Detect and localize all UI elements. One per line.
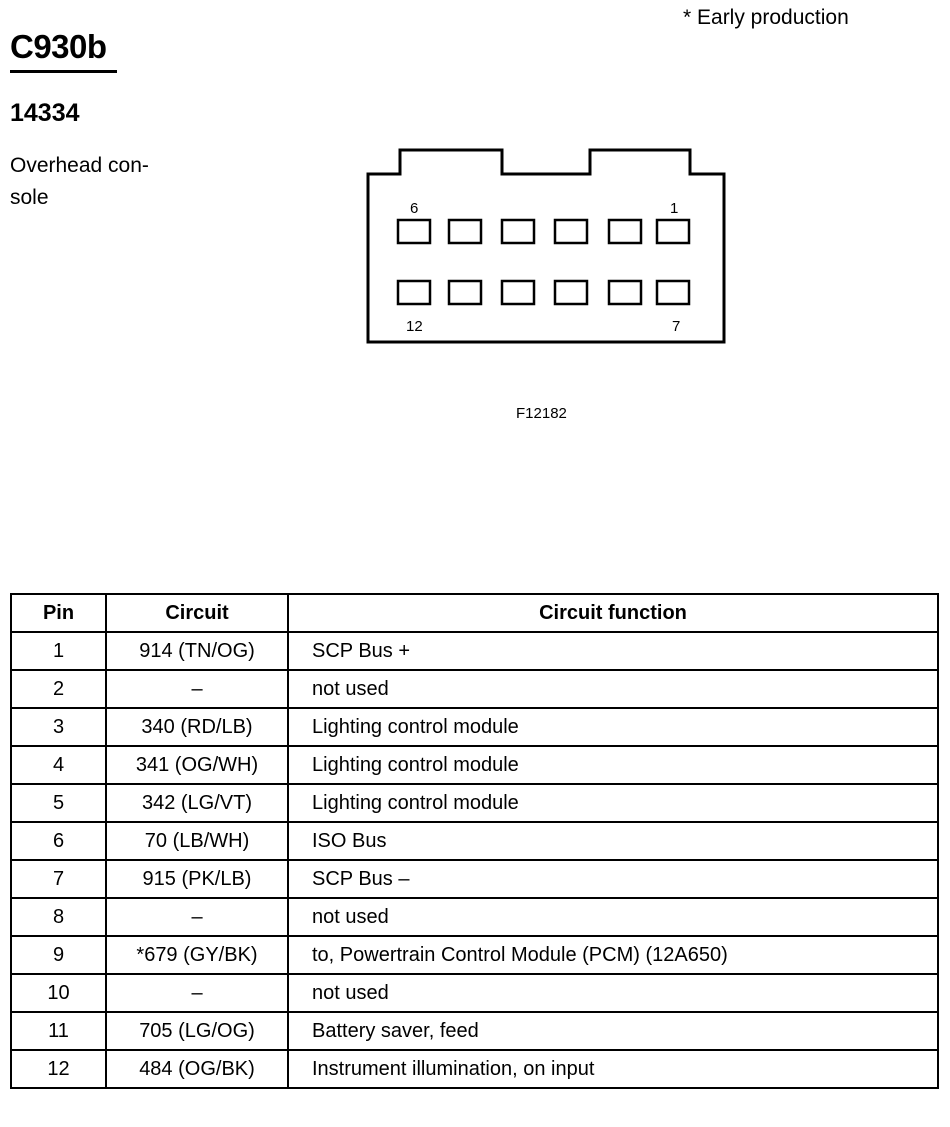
pin-cavity-top-3 [500,218,536,245]
connector-location: Overhead con- sole [10,150,185,214]
function-cell: Battery saver, feed [287,1011,939,1051]
pin-cavity-top-5 [607,218,643,245]
pin-label-6: 6 [410,200,418,217]
header-circuit: Circuit [105,593,289,633]
location-line-1: Overhead con- [10,154,149,177]
pin-cavity-bottom-3 [500,279,536,306]
function-cell: Lighting control module [287,783,939,823]
pin-cavity-bottom-2 [447,279,483,306]
pin-cell: 11 [10,1011,107,1051]
circuit-cell: 341 (OG/WH) [105,745,289,785]
circuit-cell: 915 (PK/LB) [105,859,289,899]
circuit-cell: 484 (OG/BK) [105,1049,289,1089]
table-row: 9*679 (GY/BK)to, Powertrain Control Modu… [10,935,939,975]
connector-face-diagram: 6 1 12 7 [366,148,726,344]
function-cell: not used [287,897,939,937]
table-row: 10–not used [10,973,939,1013]
circuit-cell: 914 (TN/OG) [105,631,289,671]
pin-cell: 2 [10,669,107,709]
pin-cavity-top-4 [553,218,589,245]
table-row: 8–not used [10,897,939,937]
pin-cell: 10 [10,973,107,1013]
pin-cell: 4 [10,745,107,785]
function-cell: SCP Bus – [287,859,939,899]
title-underline [10,70,117,73]
pin-cavity-bottom-6 [655,279,691,306]
circuit-cell: 70 (LB/WH) [105,821,289,861]
circuit-cell: – [105,897,289,937]
function-cell: to, Powertrain Control Module (PCM) (12A… [287,935,939,975]
function-cell: not used [287,973,939,1013]
connector-housing-outline [366,148,726,344]
function-cell: ISO Bus [287,821,939,861]
table-row: 2–not used [10,669,939,709]
circuit-cell: 340 (RD/LB) [105,707,289,747]
part-number: 14334 [10,99,80,127]
pin-cell: 6 [10,821,107,861]
pin-label-12: 12 [406,318,423,335]
function-cell: Instrument illumination, on input [287,1049,939,1089]
pin-label-7: 7 [672,318,680,335]
circuit-cell: 342 (LG/VT) [105,783,289,823]
header-circuit-function: Circuit function [287,593,939,633]
table-header-row: Pin Circuit Circuit function [10,593,939,633]
function-cell: Lighting control module [287,707,939,747]
circuit-cell: 705 (LG/OG) [105,1011,289,1051]
pin-cavity-bottom-1 [396,279,432,306]
pin-cavity-top-6 [655,218,691,245]
circuit-cell: – [105,973,289,1013]
pin-cavity-bottom-5 [607,279,643,306]
connector-id: C930b [10,28,107,65]
pin-cell: 8 [10,897,107,937]
function-cell: SCP Bus + [287,631,939,671]
pin-cavity-bottom-4 [553,279,589,306]
circuit-cell: – [105,669,289,709]
pin-cell: 12 [10,1049,107,1089]
function-cell: Lighting control module [287,745,939,785]
pin-cell: 7 [10,859,107,899]
pin-cell: 9 [10,935,107,975]
header-pin: Pin [10,593,107,633]
figure-code: F12182 [516,405,567,422]
circuit-cell: *679 (GY/BK) [105,935,289,975]
pin-cavity-top-1 [396,218,432,245]
function-cell: not used [287,669,939,709]
location-line-2: sole [10,186,49,209]
pin-cell: 5 [10,783,107,823]
pin-cell: 1 [10,631,107,671]
pin-label-1: 1 [670,200,678,217]
pin-cell: 3 [10,707,107,747]
pin-cavity-top-2 [447,218,483,245]
pin-cavities [396,218,691,306]
early-production-note: * Early production [683,6,849,29]
